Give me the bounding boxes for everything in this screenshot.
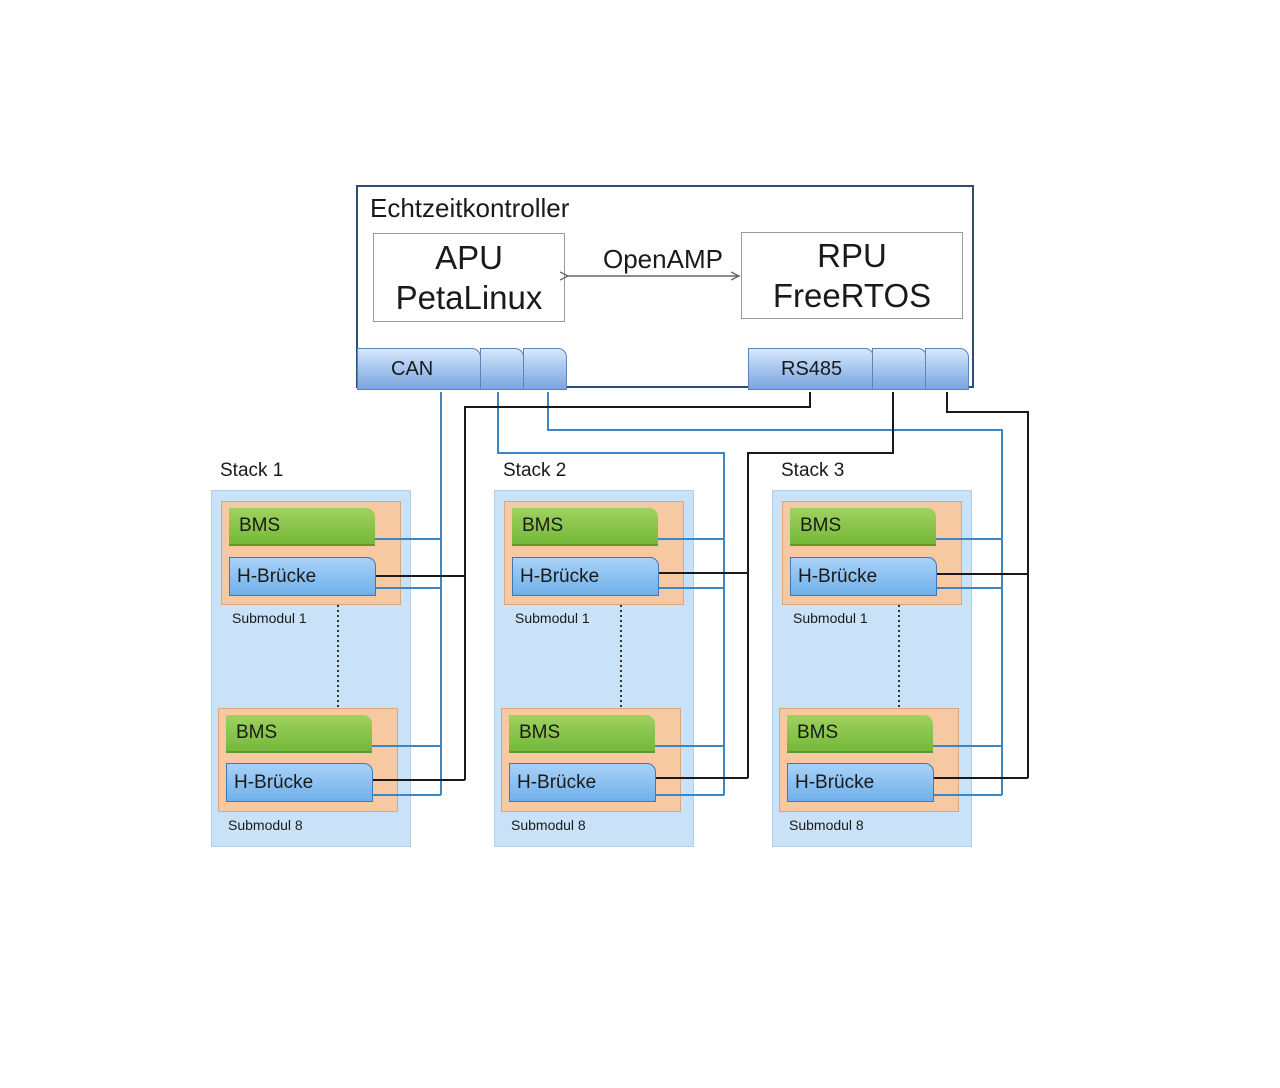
rs485-port-1: RS485 bbox=[748, 348, 874, 390]
stack-3-submodule-1-h-bridge: H-Brücke bbox=[790, 557, 937, 596]
stack-2-submodule-8-bms: BMS bbox=[509, 715, 655, 753]
stack-1-submodule-8-label: Submodul 8 bbox=[228, 817, 303, 833]
stack-1-submodule-8-h-bridge: H-Brücke bbox=[226, 763, 373, 802]
stack-1-submodule-1-h-bridge: H-Brücke bbox=[229, 557, 376, 596]
rpu-os: FreeRTOS bbox=[772, 276, 932, 314]
rs485-bus-stack-1 bbox=[464, 392, 811, 780]
stack-3-submodule-8-h-bridge: H-Brücke bbox=[787, 763, 934, 802]
stack-1-submodule-1-label: Submodul 1 bbox=[232, 610, 307, 626]
can-port-label: CAN bbox=[391, 357, 434, 380]
controller-title: Echtzeitkontroller bbox=[370, 193, 570, 223]
can-port-3 bbox=[523, 348, 567, 390]
stack-1-submodule-1-bms: BMS bbox=[229, 508, 375, 546]
rs485-port-3 bbox=[925, 348, 969, 390]
can-bus-stack-2 bbox=[497, 392, 725, 795]
stack-2-submodule-1-h-bridge: H-Brücke bbox=[512, 557, 659, 596]
can-bus-lines bbox=[372, 392, 1003, 796]
apu-os: PetaLinux bbox=[395, 278, 543, 316]
rpu-name: RPU bbox=[817, 236, 887, 274]
stack-2-submodule-8-label: Submodul 8 bbox=[511, 817, 586, 833]
can-port-1: CAN bbox=[357, 348, 481, 390]
stack-2-submodule-1-label: Submodul 1 bbox=[515, 610, 590, 626]
rs485-bus-stack-3 bbox=[946, 392, 1029, 778]
stack-3-submodule-1-label: Submodul 1 bbox=[793, 610, 868, 626]
rs485-port-label: RS485 bbox=[781, 357, 843, 380]
stack-3-label: Stack 3 bbox=[781, 460, 845, 481]
rs485-port-2 bbox=[872, 348, 927, 390]
rpu-box: RPU FreeRTOS bbox=[741, 232, 963, 319]
stack-3-submodule-8-label: Submodul 8 bbox=[789, 817, 864, 833]
rs485-bus-stack-2 bbox=[747, 392, 894, 778]
stack-1-submodule-8-bms: BMS bbox=[226, 715, 372, 753]
stack-2-submodule-8-h-bridge: H-Brücke bbox=[509, 763, 656, 802]
can-port-2 bbox=[480, 348, 524, 390]
submodule-ellipsis-lines bbox=[337, 605, 900, 708]
apu-box: APU PetaLinux bbox=[373, 233, 565, 322]
openamp-label: OpenAMP bbox=[603, 244, 723, 274]
stack-3-submodule-8-bms: BMS bbox=[787, 715, 933, 753]
apu-name: APU bbox=[435, 238, 503, 276]
rs485-bus-lines bbox=[373, 392, 1029, 781]
stack-2-label: Stack 2 bbox=[503, 460, 567, 481]
stack-1-label: Stack 1 bbox=[220, 460, 284, 481]
stack-3-submodule-1-bms: BMS bbox=[790, 508, 936, 546]
stack-2-submodule-1-bms: BMS bbox=[512, 508, 658, 546]
can-bus-stack-3 bbox=[547, 392, 1003, 795]
